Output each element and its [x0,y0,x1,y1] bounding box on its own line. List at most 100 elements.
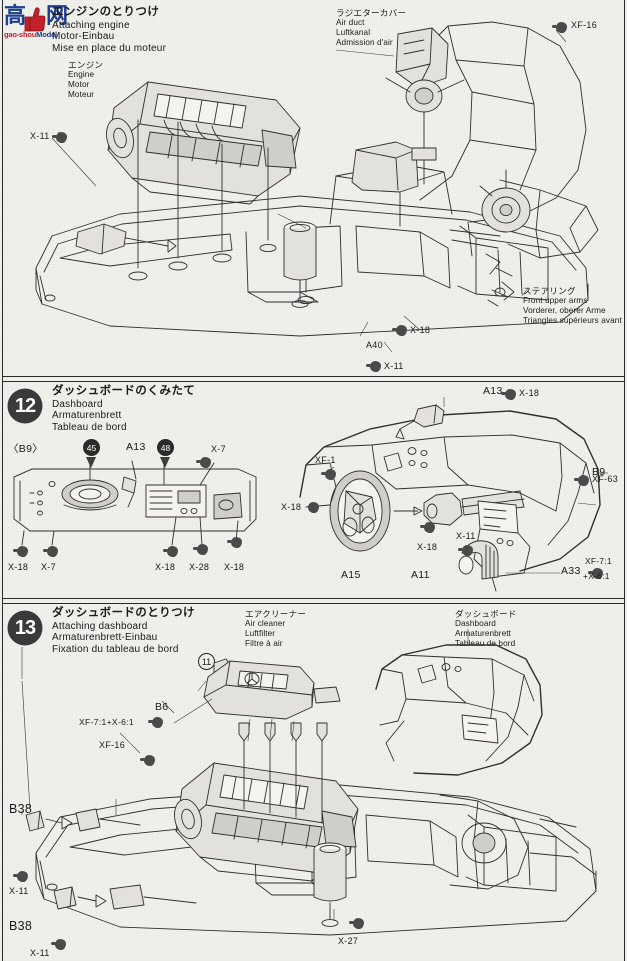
label-x11-left: X-11 [30,131,50,141]
step-13-badge: 13 [8,611,42,645]
paint-blob-x18-a13 [501,389,516,400]
label-a13-right: A13 [483,385,503,397]
paint-blob-x27 [349,918,364,929]
paint-blob-x11-upper [13,871,28,882]
label-xf16: XF-16 [571,20,598,30]
panel-step-13: 13 ダッシュボードのとりつけ Attaching dashboard Arma… [0,603,627,961]
step-12-title-en: Dashboard [52,398,103,410]
callout-air-duct-en: Air duct [336,18,365,28]
callout-engine-de: Motor [68,80,90,90]
label-x6-1: +X-6:1 [583,571,610,581]
step-11-title-en: Attaching engine [52,19,130,31]
paint-blob-xf1 [321,469,336,480]
label-a40: A40 [366,340,383,350]
assembly-arrow-48 [160,457,170,468]
paint-blob-xf7-x6 [148,717,163,728]
panel-divider-11-12 [2,376,625,382]
paint-blob-x11-hose [458,545,473,556]
step-13-title-en: Attaching dashboard [52,620,148,632]
callout-air-duct-de: Luftkanal [336,28,371,38]
label-x18-a13: X-18 [519,388,540,398]
callout-front-upper-arms-de: Vorderer, oberer Arme [523,306,606,316]
watermark-char-1: 高 [4,4,27,29]
step-12-title-jp: ダッシュボードのくみたて [52,385,196,397]
label-b38-lower: B38 [9,919,33,933]
thumbs-up-icon [24,7,46,32]
paint-blob-x7-top [196,457,211,468]
label-x11-lower-13: X-11 [30,948,50,958]
label-b6: B6 [155,701,169,713]
label-x18-bm: X-18 [155,562,176,572]
watermark-text: gao-shouModel [4,30,57,39]
assembly-arrow-45 [86,457,96,468]
label-circle-11: 11 [198,653,215,670]
callout-front-upper-arms: ステアリング Front upper arms Vorderer, oberer… [523,286,622,326]
step-13-illustration [21,629,597,936]
step-13-title-jp: ダッシュボードのとりつけ [52,607,195,619]
label-a13-left: A13 [126,441,146,453]
label-x18-bl: X-18 [8,562,29,572]
label-x18-stalk: X-18 [417,542,438,552]
step-12-illustration [13,397,608,592]
label-xf63: XF-63 [592,474,619,484]
watermark-char-2: 网 [46,4,69,29]
callout-air-duct: ラジエターカバー Air duct Luftkanal Admission d'… [336,8,406,48]
label-xf1: XF-1 [315,455,336,465]
callout-dashboard-13-de: Armaturenbrett [455,629,512,639]
frame-left [2,0,3,961]
step-12-title-fr: Tableau de bord [52,422,127,434]
frame-right [624,0,625,961]
label-circle-48: 48 [157,439,174,456]
panel-step-12: 12 ダッシュボードのくみたて Dashboard Armaturenbrett… [0,381,627,598]
paint-blob-x18-stalk [420,522,435,533]
callout-engine: エンジン Engine Motor Moteur [68,60,103,100]
panel-divider-12-13 [2,598,625,604]
paint-blob-x18-br [227,537,242,548]
callout-engine-en: Engine [68,70,95,80]
callout-engine-fr: Moteur [68,90,95,99]
callout-dashboard-13: ダッシュボード Dashboard Armaturenbrett Tableau… [455,609,517,649]
callout-front-upper-arms-fr: Triangles supérieurs avant [523,316,622,325]
label-a33: A33 [561,565,581,577]
paint-blob-xf16 [552,22,567,33]
paint-blob-xf16-13 [140,755,155,766]
paint-blob-x18-wheel [308,502,319,513]
paint-blob-x7-bl [43,546,58,557]
label-b9: B9 [592,466,606,478]
step-11-illustration [35,21,599,353]
panel-step-11: エンジンのとりつけ Attaching engine Motor-Einbau … [0,0,627,376]
callout-air-duct-fr: Admission d'air [336,38,393,47]
label-a11: A11 [411,569,430,581]
label-b9-bracket: 〈B9〉 [8,443,44,455]
step-11-title: エンジンのとりつけ Attaching engine Motor-Einbau … [52,6,166,55]
callout-front-upper-arms-jp: ステアリング [523,286,576,296]
label-xf7-x6: XF-7:1+X-6:1 [79,717,134,727]
step-12-title-de: Armaturenbrett [52,410,122,422]
label-xf7-1: XF-7:1 [585,556,612,566]
callout-dashboard-13-en: Dashboard [455,619,496,629]
callout-front-upper-arms-en: Front upper arms [523,296,588,306]
label-circle-45: 45 [83,439,100,456]
label-x7-top: X-7 [211,444,226,454]
step-11-title-de: Motor-Einbau [52,31,115,43]
paint-blob-xf63 [574,475,589,486]
step-12-badge: 12 [8,389,42,423]
paint-blob-x18-bl [13,546,28,557]
watermark-text-red: gao-shou [4,30,37,39]
label-x7-bl: X-7 [41,562,56,572]
callout-air-cleaner-fr: Filtre à air [245,639,283,648]
paint-blob-x11-lower [366,361,381,372]
paint-blob-x11-left [52,132,67,143]
watermark-text-blue: Model [36,30,57,39]
step-13-title: ダッシュボードのとりつけ Attaching dashboard Armatur… [52,607,195,656]
callout-air-cleaner-de: Luftfilter [245,629,276,639]
paint-blob-x11-lower-13 [51,939,66,950]
label-xf16-13: XF-16 [99,740,126,750]
label-x11-lower: X-11 [384,361,404,371]
label-x11-hose: X-11 [456,531,476,541]
step-13-title-de: Armaturenbrett-Einbau [52,632,158,644]
callout-air-cleaner-en: Air cleaner [245,619,286,629]
label-a15: A15 [341,569,361,581]
paint-blob-a33 [588,568,603,579]
label-x18: X-18 [410,325,431,335]
